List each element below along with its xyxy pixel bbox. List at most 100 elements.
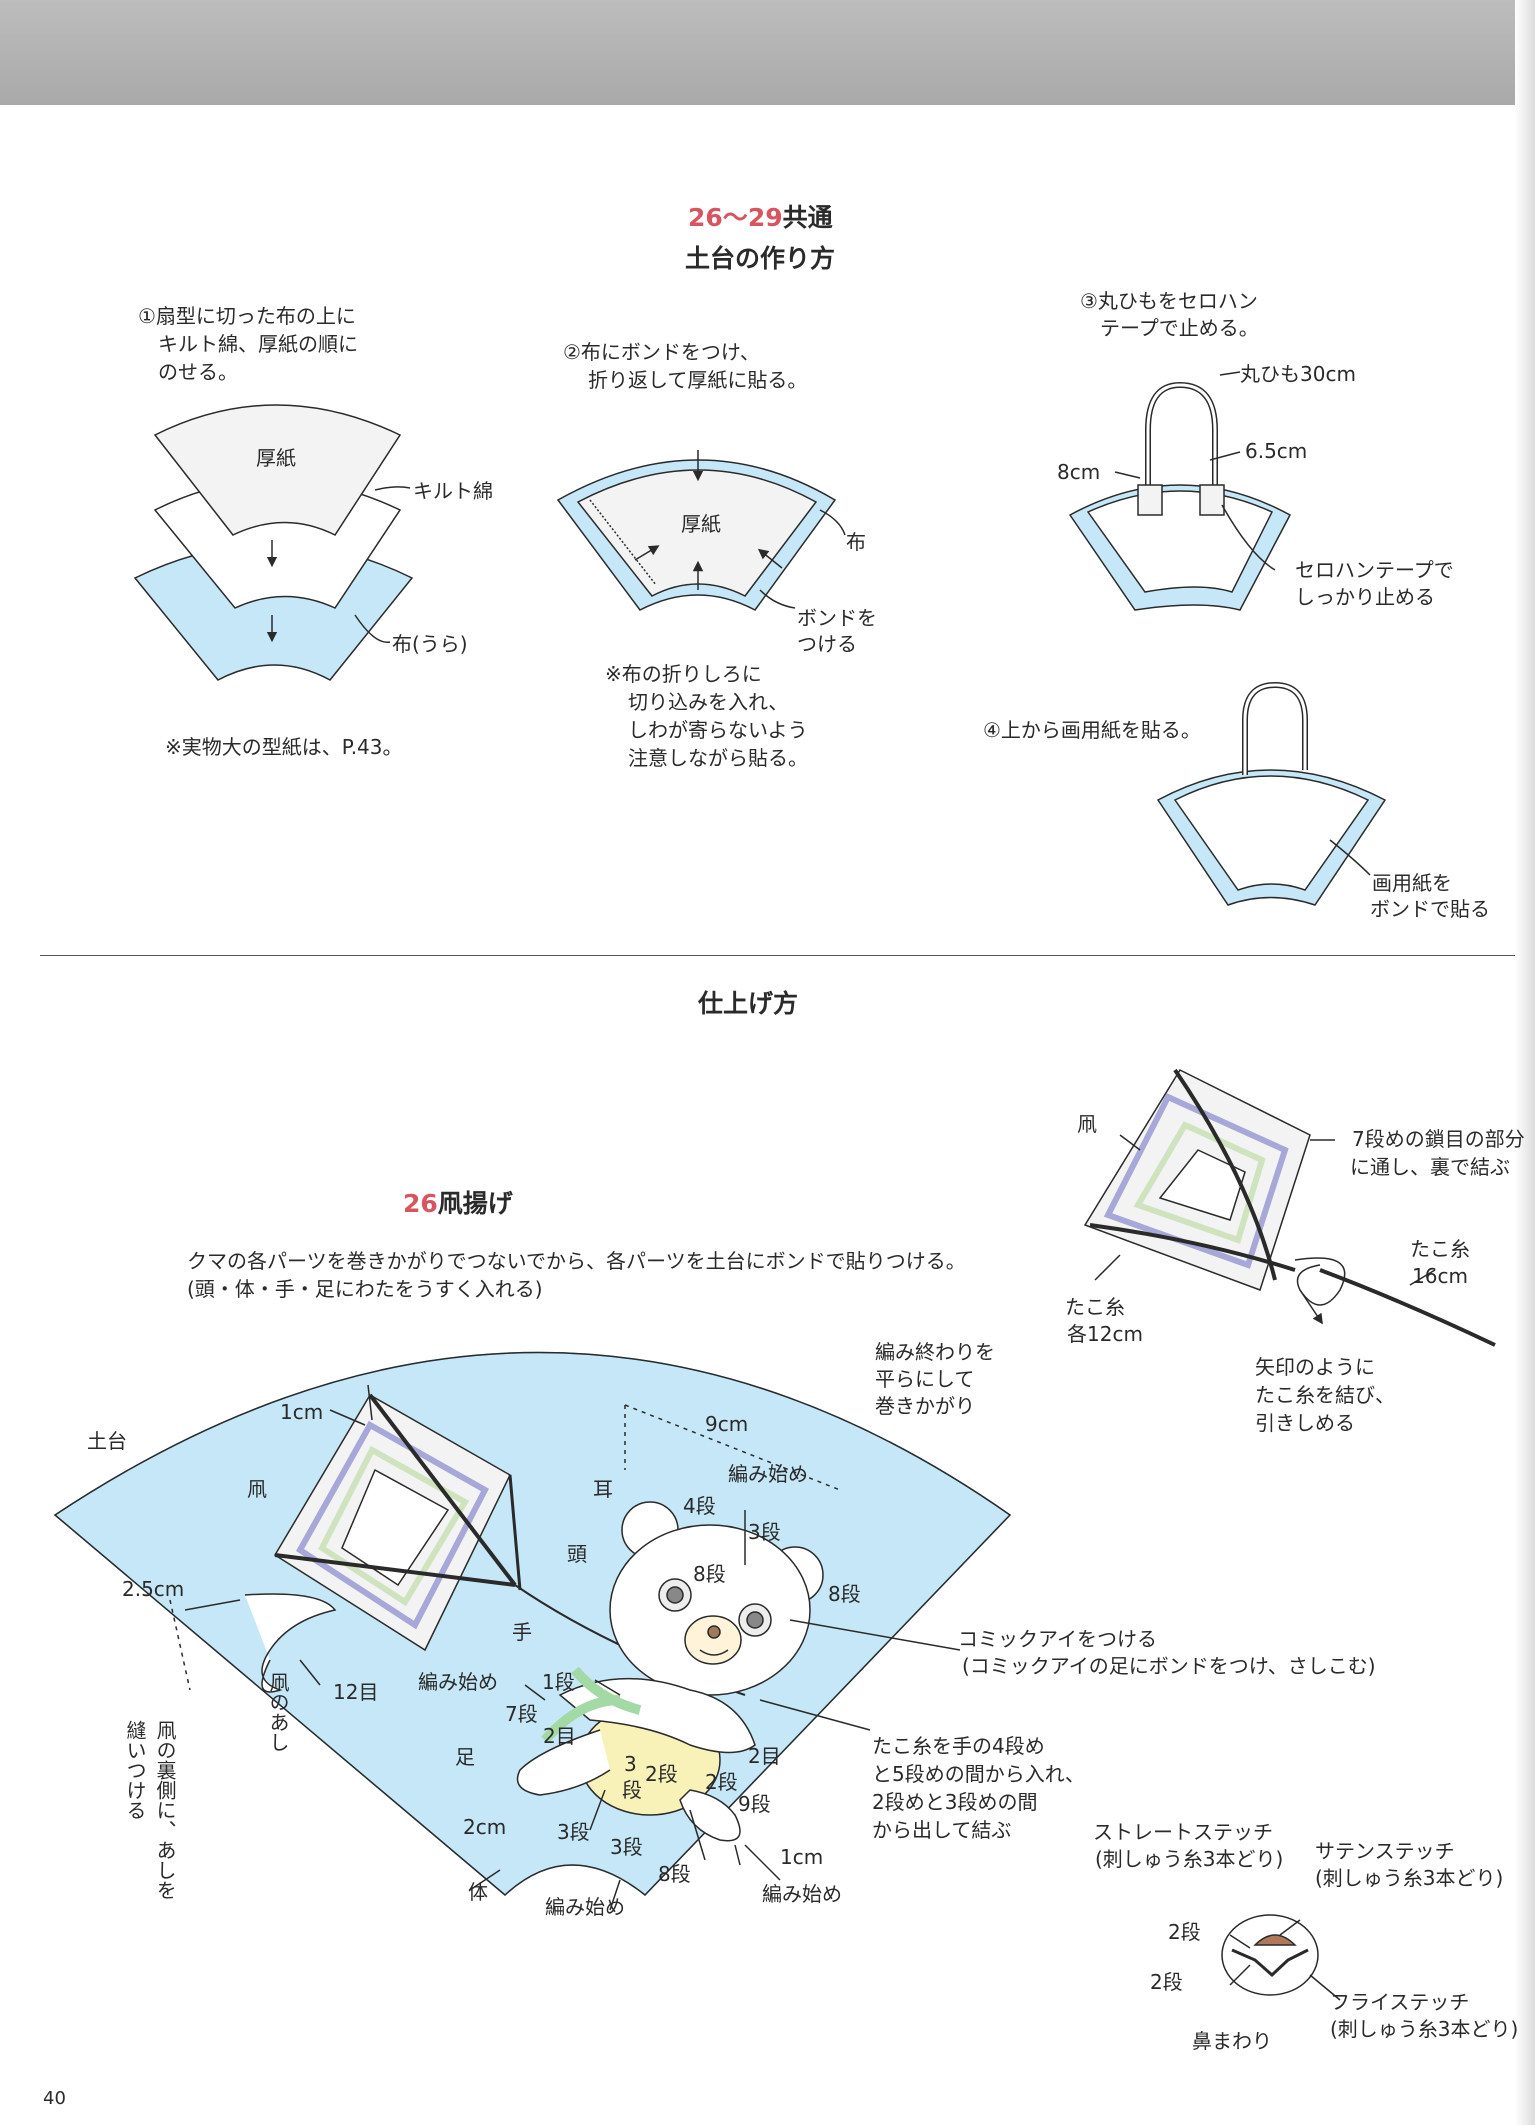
- tie-note-3: 2段めと3段めの間: [872, 1790, 1038, 1814]
- label-1cm-a: 1cm: [280, 1400, 324, 1424]
- label-bond-1: ボンドを: [797, 606, 877, 630]
- step1-line1: ①扇型に切った布の上に: [138, 304, 356, 328]
- nose-2rows-a: 2段: [1168, 1920, 1201, 1944]
- label-start-a: 編み始め: [728, 1462, 808, 1486]
- label-kite: 凧: [247, 1477, 267, 1501]
- detail-string-1: たこ糸: [1410, 1237, 1470, 1261]
- label-start-b: 編み始め: [418, 1670, 498, 1694]
- fold-note-4: 注意しながら貼る。: [628, 746, 808, 770]
- label-3-bottom: 段: [622, 1778, 642, 1802]
- fold-note-3: しわが寄らないよう: [628, 718, 808, 742]
- step2-line1: ②布にボンドをつけ、: [563, 340, 760, 364]
- detail-tie-2: たこ糸を結び、: [1255, 1383, 1395, 1407]
- page-gutter: [1515, 0, 1535, 2125]
- label-tape-2: しっかり止める: [1295, 585, 1435, 609]
- main-diagram: [53, 1351, 1012, 1911]
- label-3rows-b: 3段: [557, 1820, 590, 1844]
- label-ear: 耳: [593, 1477, 613, 1501]
- nose-satin-2: (刺しゅう糸3本どり): [1315, 1866, 1504, 1890]
- label-3rows-a: 3段: [748, 1520, 781, 1544]
- project-number: 26: [403, 1189, 438, 1218]
- nose-fly-1: フライステッチ: [1330, 1990, 1470, 2014]
- label-2-5cm: 2.5cm: [122, 1577, 185, 1601]
- kite-detail: [1083, 1068, 1496, 1347]
- nose-label: 鼻まわり: [1192, 2029, 1272, 2053]
- cardboard-layer: [153, 404, 402, 536]
- label-6-5cm: 6.5cm: [1245, 439, 1308, 463]
- folding-diagram: [556, 450, 846, 611]
- label-head: 頭: [567, 1542, 587, 1566]
- project-number-end: 29: [747, 203, 783, 232]
- step1-line2: キルト綿、厚紙の順に: [158, 332, 358, 356]
- label-2st-a: 2目: [543, 1724, 576, 1748]
- label-3-top: 3: [624, 1752, 637, 1776]
- project-name: 凧揚げ: [437, 1189, 513, 1218]
- nose-satin-1: サテンステッチ: [1315, 1839, 1455, 1863]
- step4: ④上から画用紙を貼る。: [983, 718, 1201, 742]
- detail-tie-3: 引きしめる: [1255, 1411, 1355, 1435]
- paper-diagram: [1156, 681, 1387, 906]
- label-3rows-c: 3段: [610, 1835, 643, 1859]
- label-2rows-b: 2段: [705, 1770, 738, 1794]
- label-fabric-back: 布(うら): [392, 632, 468, 656]
- step3-line2: テープで止める。: [1100, 316, 1259, 340]
- layers-diagram: [133, 404, 414, 681]
- label-8cm: 8cm: [1057, 460, 1101, 484]
- page-number: 40: [43, 2088, 66, 2109]
- project-desc-2: (頭・体・手・足にわたをうすく入れる): [187, 1277, 543, 1301]
- project-number-start: 26: [688, 203, 723, 232]
- label-paper-2: ボンドで貼る: [1370, 897, 1490, 921]
- eye-note-2: (コミックアイの足にボンドをつけ、さしこむ): [962, 1654, 1376, 1678]
- label-cardboard-2: 厚紙: [681, 512, 721, 536]
- detail-strings-1: たこ糸: [1065, 1295, 1125, 1319]
- detail-chain-2: に通し、裏で結ぶ: [1350, 1155, 1510, 1179]
- bear: [516, 1501, 824, 1842]
- cord-diagram: [1068, 371, 1292, 611]
- sew-note: 凧の裏側に、あしを縫いつける: [123, 1720, 177, 1900]
- label-4rows: 4段: [683, 1494, 716, 1518]
- label-kite-legs: 凧のあし: [266, 1672, 290, 1752]
- range-separator: 〜: [722, 203, 748, 232]
- common-label: 共通: [782, 203, 833, 232]
- label-foot: 足: [455, 1745, 475, 1769]
- detail-string-2: 16cm: [1412, 1264, 1468, 1288]
- label-7rows: 7段: [505, 1702, 538, 1726]
- nose-straight-2: (刺しゅう糸3本どり): [1095, 1847, 1284, 1871]
- tie-note-2: と5段めの間から入れ、: [872, 1762, 1085, 1786]
- label-tape-1: セロハンテープで: [1295, 558, 1454, 582]
- nose-fly-2: (刺しゅう糸3本どり): [1330, 2017, 1519, 2041]
- label-cord: 丸ひも30cm: [1240, 362, 1356, 386]
- section-title: 26〜29共通: [688, 204, 833, 232]
- detail-strings-2: 各12cm: [1067, 1322, 1143, 1346]
- step3-line1: ③丸ひもをセロハン: [1080, 289, 1258, 313]
- label-2rows-a: 2段: [645, 1762, 678, 1786]
- finish-note-3: 巻きかがり: [875, 1394, 975, 1418]
- label-start-c: 編み始め: [545, 1895, 625, 1919]
- eye-note-1: コミックアイをつける: [958, 1627, 1157, 1651]
- step2-line2: 折り返して厚紙に貼る。: [588, 368, 808, 392]
- label-hand: 手: [512, 1620, 532, 1644]
- tie-note-1: たこ糸を手の4段め: [872, 1734, 1045, 1758]
- nose-detail: [1221, 1914, 1341, 2001]
- label-2cm: 2cm: [463, 1815, 507, 1839]
- nose-2rows-b: 2段: [1150, 1970, 1183, 1994]
- label-body: 体: [468, 1880, 488, 1904]
- label-start-d: 編み始め: [762, 1882, 842, 1906]
- label-paper-1: 画用紙を: [1372, 871, 1452, 895]
- finishing-title: 仕上げ方: [698, 989, 799, 1018]
- label-base: 土台: [87, 1429, 127, 1453]
- label-8rows-c: 8段: [658, 1862, 691, 1886]
- project-desc-1: クマの各パーツを巻きかがりでつないでから、各パーツを土台にボンドで貼りつける。: [187, 1249, 966, 1273]
- label-fabric: 布: [846, 530, 866, 554]
- label-9rows: 9段: [738, 1792, 771, 1816]
- detail-chain-1: 7段めの鎖目の部分: [1352, 1127, 1525, 1151]
- label-1cm-b: 1cm: [780, 1845, 824, 1869]
- label-8rows-b: 8段: [828, 1582, 861, 1606]
- fold-note-2: 切り込みを入れ、: [628, 690, 789, 714]
- detail-tie-1: 矢印のように: [1255, 1355, 1375, 1379]
- label-cardboard-1: 厚紙: [256, 446, 296, 470]
- label-2st-b: 2目: [748, 1744, 781, 1768]
- project-title: 26凧揚げ: [403, 1190, 513, 1218]
- finish-note-1: 編み終わりを: [875, 1340, 995, 1364]
